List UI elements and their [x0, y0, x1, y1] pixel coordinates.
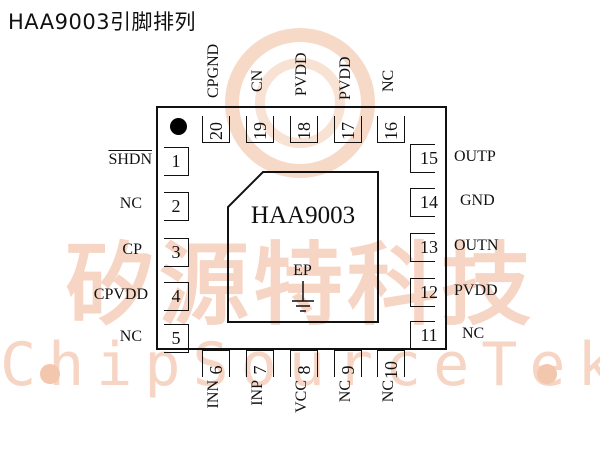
watermark-logo-inner-ring — [255, 58, 345, 148]
pin-pad-18 — [290, 116, 318, 143]
pin-number-16: 16 — [381, 122, 401, 140]
pin-number-5: 5 — [171, 328, 181, 348]
pin-number-13: 13 — [420, 237, 438, 257]
pin-name-7: INP — [249, 380, 266, 406]
watermark-dot-right — [537, 364, 557, 384]
pin-pad-12 — [410, 278, 435, 307]
pin-name-18: PVDD — [293, 52, 310, 96]
pin-name-5: NC — [119, 328, 142, 345]
pin1-marker-dot — [170, 118, 187, 135]
pin-name-17: PVDD — [337, 56, 354, 100]
pin-name-19: CN — [249, 69, 266, 92]
pin-pad-4 — [164, 282, 189, 311]
page-title: HAA9003引脚排列 — [8, 10, 197, 34]
pin-name-15: OUTP — [454, 148, 496, 165]
pin-number-14: 14 — [420, 192, 438, 212]
pin-name-13: OUTN — [454, 237, 499, 254]
pin-name-11: NC — [462, 325, 485, 342]
pin-name-9: NC — [337, 380, 354, 403]
ground-icon — [292, 281, 314, 312]
pin-name-1: SHDN — [108, 151, 152, 168]
pin-pad-7 — [246, 350, 274, 377]
ic-package-outline — [156, 106, 447, 350]
watermark-dot-left — [40, 364, 60, 384]
pin-name-8: VCC — [293, 380, 310, 413]
pin-pad-8 — [290, 350, 318, 377]
pin-number-15: 15 — [420, 148, 438, 168]
pin-name-10: NC — [380, 380, 397, 403]
pin-pad-3 — [164, 238, 189, 267]
pin-name-12: PVDD — [454, 282, 498, 299]
pin-pad-20 — [202, 116, 230, 143]
watermark-chinese-text: 矽源特科技 — [65, 233, 535, 338]
chip-name-label: HAA9003 — [250, 202, 356, 229]
pin-pad-16 — [377, 116, 405, 143]
pin-pad-1 — [164, 147, 189, 176]
pin-number-1: 1 — [171, 151, 181, 171]
pin-pad-6 — [202, 350, 230, 377]
pin-pad-9 — [334, 350, 362, 377]
pin-name-16: NC — [380, 69, 397, 92]
pin-number-19: 19 — [250, 122, 270, 140]
pin-number-12: 12 — [420, 282, 438, 302]
pin-name-4: CPVDD — [93, 286, 148, 303]
pin-pad-2 — [164, 192, 189, 221]
pin-pad-19 — [246, 116, 274, 143]
pin-number-17: 17 — [338, 122, 358, 140]
pin-pad-13 — [410, 233, 435, 262]
pin-name-20: CPGND — [205, 43, 222, 98]
pin-name-6: INN — [205, 380, 222, 409]
pin-pad-11 — [410, 321, 435, 350]
pin-number-2: 2 — [171, 196, 181, 216]
exposed-pad-label: EP — [293, 262, 312, 279]
pin-number-20: 20 — [206, 122, 226, 140]
pin-pad-14 — [410, 188, 435, 217]
pin-pad-15 — [410, 144, 435, 173]
pin-pad-17 — [334, 116, 362, 143]
pin-number-18: 18 — [294, 122, 314, 140]
watermark-english-text: ChipSourceTek — [0, 330, 600, 400]
pin-number-4: 4 — [171, 286, 181, 306]
pin-pad-5 — [164, 324, 189, 353]
pin-number-3: 3 — [171, 242, 181, 262]
pin-number-11: 11 — [420, 325, 438, 345]
pin-name-14: GND — [460, 192, 495, 209]
pin-pad-10 — [377, 350, 405, 377]
pin-name-3: CP — [122, 241, 142, 258]
pin-name-2: NC — [119, 195, 142, 212]
